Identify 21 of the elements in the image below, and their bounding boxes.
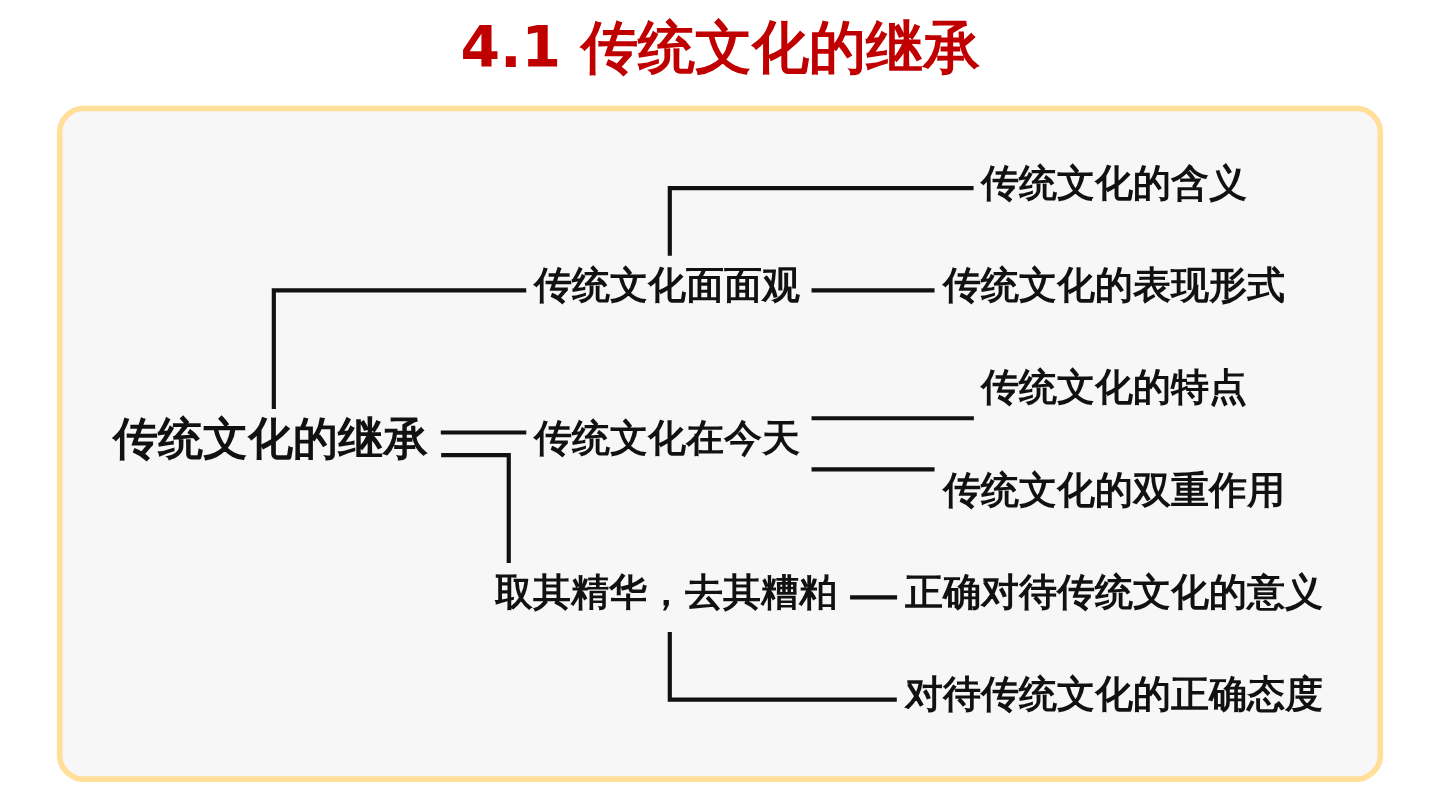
connector [271,288,527,409]
node-text: 传统文化面面观 [534,262,801,307]
connector [811,288,935,293]
node-text: 传统文化的表现形式 [942,262,1285,307]
connector [667,631,897,702]
diagram-title: 4.1 传统文化的继承 [460,13,980,80]
connector [811,467,935,472]
connector [667,186,974,256]
cluster [56,105,1384,782]
node-text: 传统文化的继承 [112,411,428,465]
node-text: 传统文化的含义 [981,160,1248,205]
connector [811,416,974,421]
node-text: 取其精华，去其糟粕 [495,569,838,614]
node-text: 传统文化的特点 [981,365,1248,410]
connector [441,453,511,563]
node-text: 正确对待传统文化的意义 [904,569,1323,614]
node-text: 传统文化在今天 [534,416,801,461]
node-text: 对待传统文化的正确态度 [904,672,1323,717]
connector [440,430,527,435]
connector [850,595,898,600]
node-text: 传统文化的双重作用 [942,467,1285,512]
